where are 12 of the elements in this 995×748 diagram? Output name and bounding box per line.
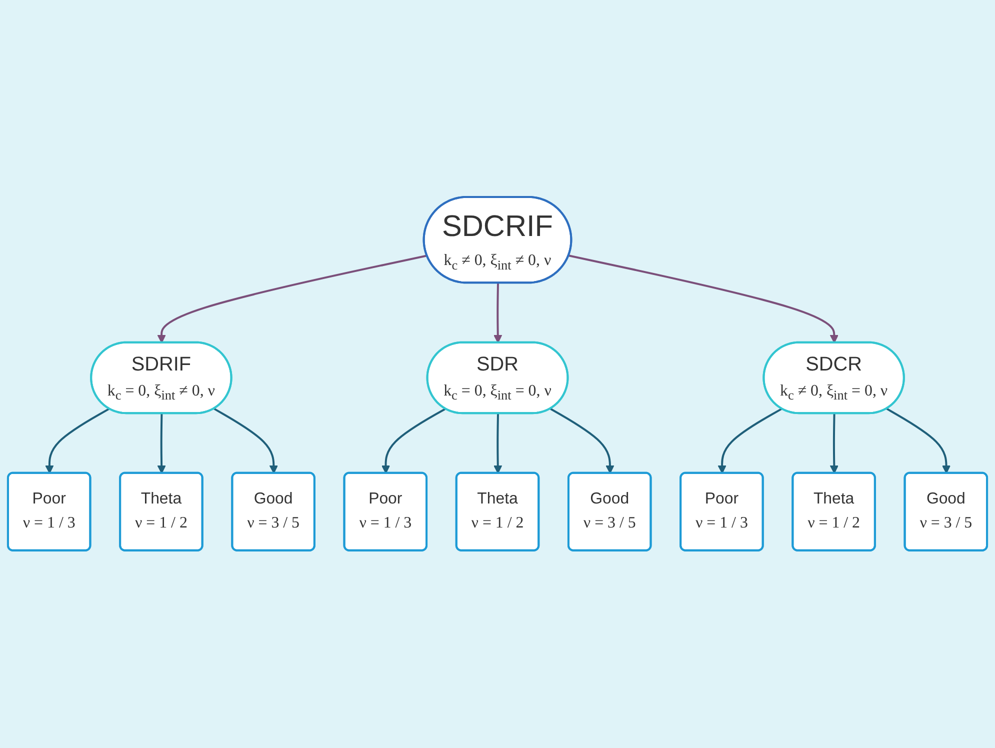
arrow (157, 254, 428, 344)
arrow (494, 414, 502, 474)
arrow (568, 254, 839, 344)
arrow (157, 414, 166, 474)
arrow (494, 283, 502, 344)
arrow (45, 408, 110, 474)
arrow (214, 408, 278, 474)
arrow (550, 408, 614, 474)
arrow (381, 408, 446, 474)
arrow (830, 414, 839, 474)
arrow (718, 408, 782, 474)
arrow (886, 408, 951, 474)
